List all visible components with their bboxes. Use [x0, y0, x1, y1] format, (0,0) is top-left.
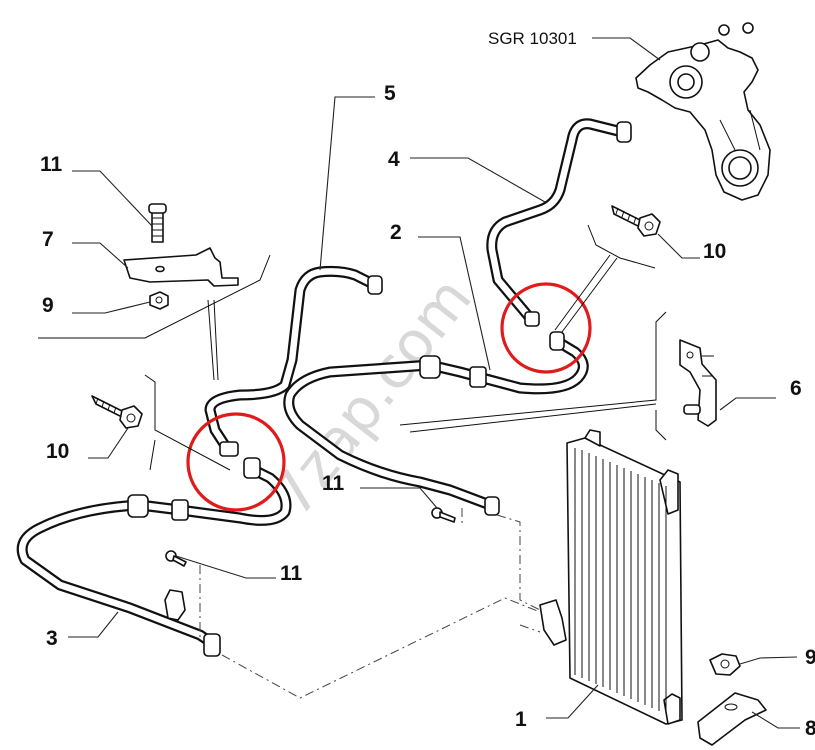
pipe-3: [16, 457, 292, 657]
callout-10-left: 10: [46, 440, 69, 463]
bracket-6-icon: [679, 339, 717, 427]
screw-11-top-icon: [148, 203, 167, 243]
cooler-fins: [574, 448, 667, 714]
nut-9-bottom-icon: [709, 653, 741, 676]
callout-9-top: 9: [42, 294, 54, 317]
callout-11-top: 11: [40, 153, 63, 176]
screw-10-right-icon: [611, 205, 661, 237]
connection-circle-right: [500, 282, 592, 374]
pipe-5: [204, 265, 383, 457]
connection-circle-left: [186, 412, 286, 512]
reference-pump-icon: [635, 22, 771, 201]
support-plate-8-icon: [697, 692, 767, 746]
screw-11-mid-icon: [431, 507, 456, 523]
callout-6: 6: [790, 377, 802, 400]
callout-5: 5: [384, 82, 396, 105]
screw-10-left-icon: [91, 395, 143, 429]
reference-label: SGR 10301: [488, 29, 577, 48]
pipe-4: [486, 118, 632, 327]
cooler-radiator-1-icon: [539, 429, 683, 725]
callout-11-low: 11: [280, 562, 303, 585]
bracket-7-icon: [123, 247, 239, 287]
callout-3: 3: [46, 627, 58, 650]
pipe-2: [283, 331, 589, 516]
nut-9-top-icon: [149, 291, 169, 310]
callout-7: 7: [42, 228, 54, 251]
callout-10-right: 10: [703, 240, 726, 263]
callout-2: 2: [390, 221, 402, 244]
callout-8: 8: [805, 717, 815, 740]
screw-11-low-icon: [165, 550, 187, 567]
callout-11-mid: 11: [322, 472, 345, 495]
callout-1: 1: [515, 708, 527, 731]
callout-4: 4: [388, 148, 400, 171]
callout-9-bottom: 9: [805, 646, 815, 669]
